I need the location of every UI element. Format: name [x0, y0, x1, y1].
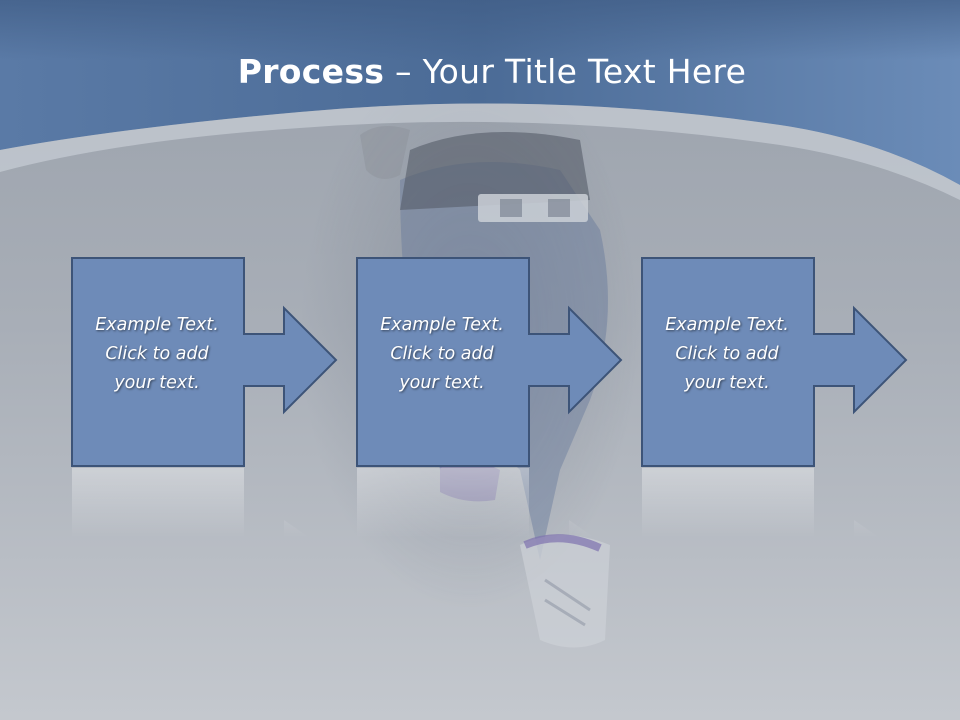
step-text[interactable]: Example Text. Click to add your text. — [380, 315, 504, 393]
process-step-1[interactable]: Example Text. Click to add your text. — [70, 256, 340, 468]
title-rest: – Your Title Text Here — [384, 52, 747, 91]
process-step-2[interactable]: Example Text. Click to add your text. — [355, 256, 625, 468]
step-text[interactable]: Example Text. Click to add your text. — [665, 315, 789, 393]
step-shape — [356, 257, 623, 467]
step-3-reflection — [642, 468, 880, 538]
step-text[interactable]: Example Text. Click to add your text. — [95, 315, 219, 393]
process-step-3[interactable]: Example Text. Click to add your text. — [640, 256, 910, 468]
step-2-reflection — [357, 468, 595, 538]
header-curve-light — [0, 103, 960, 200]
step-shape — [71, 257, 338, 467]
step-1-reflection — [72, 468, 310, 538]
title-bold: Process — [237, 52, 385, 91]
step-shape — [641, 257, 908, 467]
slide-title[interactable]: Process – Your Title Text Here — [0, 52, 960, 91]
